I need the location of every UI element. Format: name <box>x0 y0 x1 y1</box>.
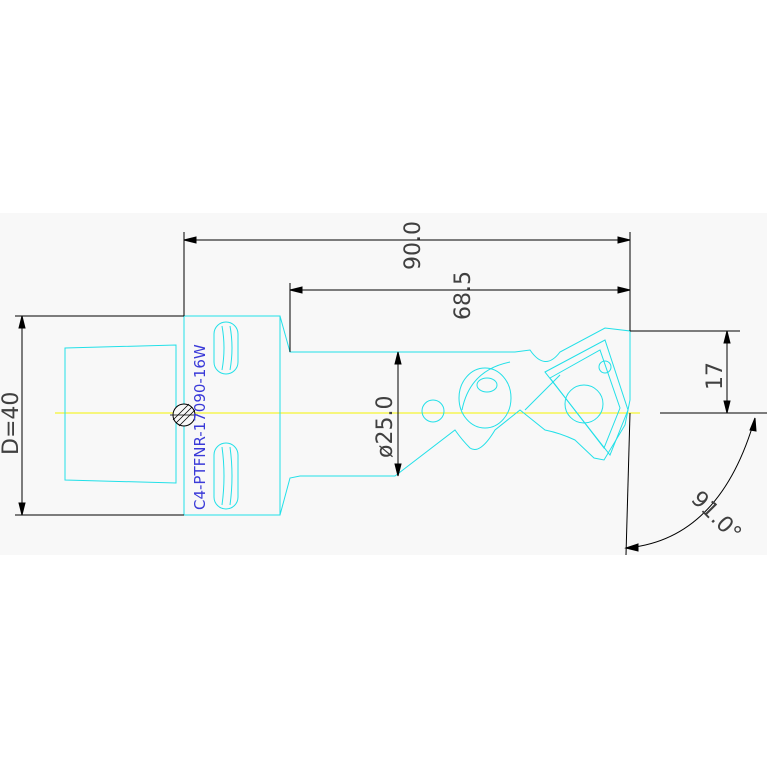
pocket-curve <box>461 361 511 411</box>
overall-length-label: 90.0 <box>401 221 426 270</box>
insert-seat <box>549 349 621 449</box>
offset-label: 17 <box>703 362 728 390</box>
coupling-taper <box>64 344 177 484</box>
dimension-lines <box>15 232 767 556</box>
part-number-label: C4-PTFNR-17090-16W <box>191 344 209 510</box>
drawing-sheet <box>0 213 767 555</box>
coupling-diameter-label: D=40 <box>0 392 24 455</box>
clamp-slot-lower <box>213 442 239 510</box>
bar-length-label: 68.5 <box>451 271 476 320</box>
insert-edge <box>524 374 561 411</box>
insert-screw <box>564 384 604 424</box>
clamp-screw-slot <box>476 377 498 393</box>
chip-pocket <box>458 367 512 429</box>
bar-diameter-label: ø25.0 <box>373 396 398 458</box>
boring-bar-body <box>279 315 631 516</box>
insert-hole <box>598 360 612 374</box>
coolant-hole <box>421 399 445 423</box>
gauge-point-marker <box>170 403 198 427</box>
clamp-slot-upper <box>213 321 239 375</box>
